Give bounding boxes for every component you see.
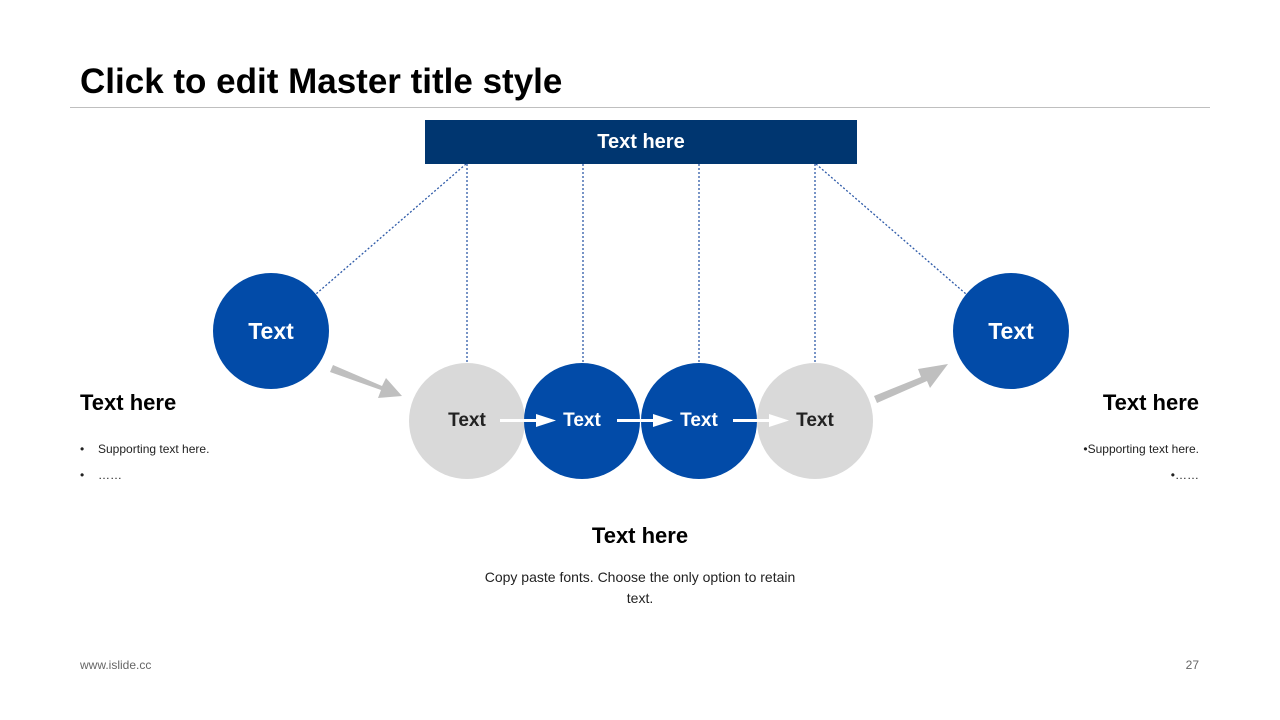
bullet-icon: • — [80, 442, 85, 456]
footer-url: www.islide.cc — [80, 658, 152, 672]
bullet-icon: • — [80, 468, 85, 482]
center-heading[interactable]: Text here — [591, 523, 689, 548]
chain-arrow-2-icon — [617, 414, 673, 427]
bullet-text: Supporting text here. — [1087, 442, 1199, 456]
bullet-text: …… — [98, 468, 122, 482]
slide-title[interactable]: Click to edit Master title style — [80, 62, 563, 101]
top-bar[interactable]: Text here — [425, 120, 857, 164]
bullet-icon: • — [1083, 442, 1088, 456]
bullet-text: …… — [1175, 468, 1199, 482]
right-heading[interactable]: Text here — [1102, 390, 1199, 415]
list-item[interactable]: • Supporting text here. — [80, 436, 209, 462]
center-body-text[interactable]: Copy paste fonts. Choose the only option… — [484, 569, 796, 606]
bullet-icon: • — [1170, 468, 1175, 482]
left-bullet-list: • Supporting text here. • …… — [80, 436, 209, 488]
left-circle[interactable]: Text — [213, 273, 329, 389]
connector-line-left — [315, 163, 467, 295]
list-item[interactable]: • …… — [80, 462, 209, 488]
arrow-in-icon — [330, 365, 402, 398]
left-heading[interactable]: Text here — [80, 390, 177, 415]
page-number: 27 — [1185, 658, 1199, 672]
chain-arrow-3-icon — [733, 414, 789, 427]
chain-arrow-1-icon — [500, 414, 556, 427]
arrow-out-icon — [874, 364, 948, 403]
right-circle[interactable]: Text — [953, 273, 1069, 389]
title-divider — [70, 107, 1210, 108]
connector-line-right — [815, 163, 967, 295]
list-item[interactable]: •…… — [1070, 462, 1199, 488]
bullet-text: Supporting text here. — [98, 442, 210, 456]
right-bullet-list: •Supporting text here. •…… — [1070, 436, 1199, 488]
list-item[interactable]: •Supporting text here. — [1070, 436, 1199, 462]
